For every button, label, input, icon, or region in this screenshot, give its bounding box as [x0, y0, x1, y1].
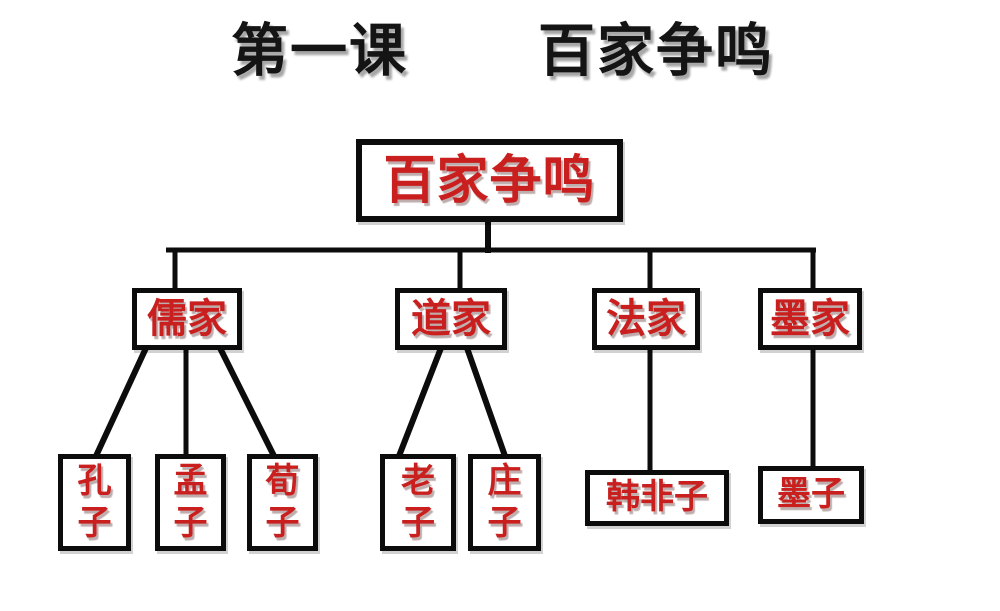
- node-confucius: 孔子: [58, 454, 131, 551]
- edge-rujia-kongzi: [93, 346, 149, 458]
- node-xunzi: 荀子: [247, 454, 318, 551]
- edge-daojia-zhuangzi: [464, 347, 508, 457]
- node-daoism: 道家: [395, 288, 507, 350]
- node-hanfeizi: 韩非子: [585, 470, 729, 526]
- edge-daojia-laozi: [396, 346, 444, 458]
- page-title: 百家争鸣: [538, 19, 774, 83]
- node-hundred-schools-root: 百家争鸣: [356, 139, 623, 222]
- edge-rujia-xunzi: [217, 346, 277, 458]
- node-mencius: 孟子: [155, 454, 226, 551]
- node-legalism: 法家: [592, 288, 700, 350]
- node-mozi: 墨子: [758, 466, 864, 524]
- node-laozi: 老子: [380, 454, 456, 551]
- node-zhuangzi: 庄子: [468, 454, 541, 551]
- node-mohism: 墨家: [758, 288, 862, 350]
- node-confucianism: 儒家: [132, 288, 242, 350]
- lesson-number-title: 第一课: [231, 19, 408, 83]
